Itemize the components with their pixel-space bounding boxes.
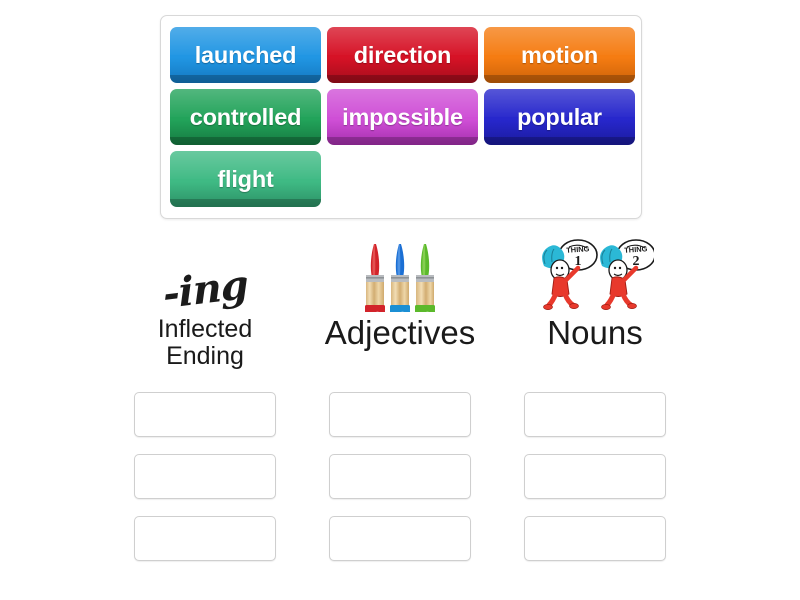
word-tile[interactable]: popular [484, 89, 635, 145]
drop-zone-slot[interactable] [134, 516, 276, 561]
ing-icon-text: -ing [161, 260, 249, 319]
svg-text:2: 2 [633, 254, 640, 269]
word-tile[interactable]: direction [327, 27, 478, 83]
drop-zone-slot[interactable] [134, 392, 276, 437]
word-tile[interactable]: flight [170, 151, 321, 207]
drop-zone-slot[interactable] [524, 392, 666, 437]
category-title-nouns: Nouns [547, 314, 643, 351]
word-tile[interactable]: motion [484, 27, 635, 83]
category-column-inflected-ending: -ing Inflected Ending [95, 238, 315, 369]
word-bank-panel: launched direction motion controlled impossi… [160, 15, 642, 219]
svg-text:THING: THING [566, 244, 590, 255]
category-column-adjectives: Adjectives [290, 238, 510, 351]
paintbrushes-icon [290, 238, 510, 314]
word-tile-label: motion [520, 41, 599, 68]
drop-zone-slot[interactable] [329, 392, 471, 437]
word-tile-label: launched [194, 41, 297, 68]
svg-text:1: 1 [575, 254, 582, 269]
drop-zone-slot[interactable] [524, 454, 666, 499]
category-title-adjectives: Adjectives [324, 314, 476, 351]
word-tile-label: popular [517, 103, 602, 130]
word-tile-label: flight [217, 165, 274, 192]
word-tile[interactable]: impossible [327, 89, 478, 145]
drop-zone-slot[interactable] [329, 516, 471, 561]
word-tile-label: impossible [342, 103, 463, 130]
category-column-nouns: THING 1 [485, 238, 705, 351]
svg-text:THING: THING [624, 244, 648, 255]
drop-zone-slot[interactable] [134, 454, 276, 499]
handwritten-ing-icon: -ing [95, 238, 315, 318]
word-tile-label: direction [353, 41, 452, 68]
thing-one-thing-two-icon: THING 1 [485, 238, 705, 314]
word-tile[interactable]: controlled [170, 89, 321, 145]
drop-zone-slot[interactable] [524, 516, 666, 561]
word-tile[interactable]: launched [170, 27, 321, 83]
drop-zone-slot[interactable] [329, 454, 471, 499]
category-title-inflected-ending: Inflected Ending [157, 315, 253, 370]
word-bank-tiles: launched direction motion controlled impossi… [167, 24, 641, 210]
word-tile-label: controlled [189, 103, 302, 130]
